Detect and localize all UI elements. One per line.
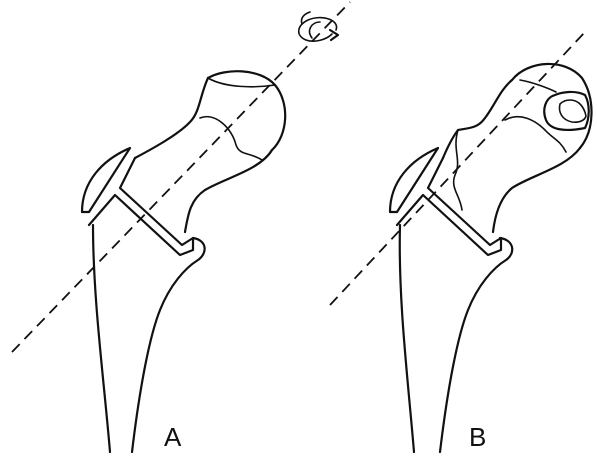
- femur-b-fovea: [544, 92, 588, 130]
- femur-b-head-junction: [505, 117, 566, 152]
- rotation-arrow-icon: [299, 12, 338, 41]
- femur-b-rotation-axis: [330, 32, 585, 305]
- panel-label-a: A: [164, 424, 181, 450]
- panel-b: [330, 32, 592, 452]
- femur-a-rotation-axis: [12, 2, 350, 352]
- femur-a-neck-inferior: [185, 150, 272, 232]
- femur-b-shaft-lateral: [400, 225, 414, 452]
- panel-label-b: B: [469, 424, 486, 450]
- femur-a-shaft-medial: [132, 238, 205, 452]
- femur-a-head-junction: [200, 117, 262, 160]
- femur-b-neck-inferior: [493, 148, 580, 232]
- femur-a-head-cap-line: [208, 78, 275, 87]
- femur-b-head-cap-line: [520, 80, 556, 92]
- panel-a: [12, 2, 350, 452]
- femur-b-shaft-medial: [440, 238, 512, 452]
- femur-b-osteotomy-cut: [397, 158, 501, 255]
- femur-a-osteotomy-cut: [89, 158, 193, 255]
- femur-a-neck-superior: [135, 78, 208, 158]
- femur-b-fovea-inner: [560, 100, 587, 122]
